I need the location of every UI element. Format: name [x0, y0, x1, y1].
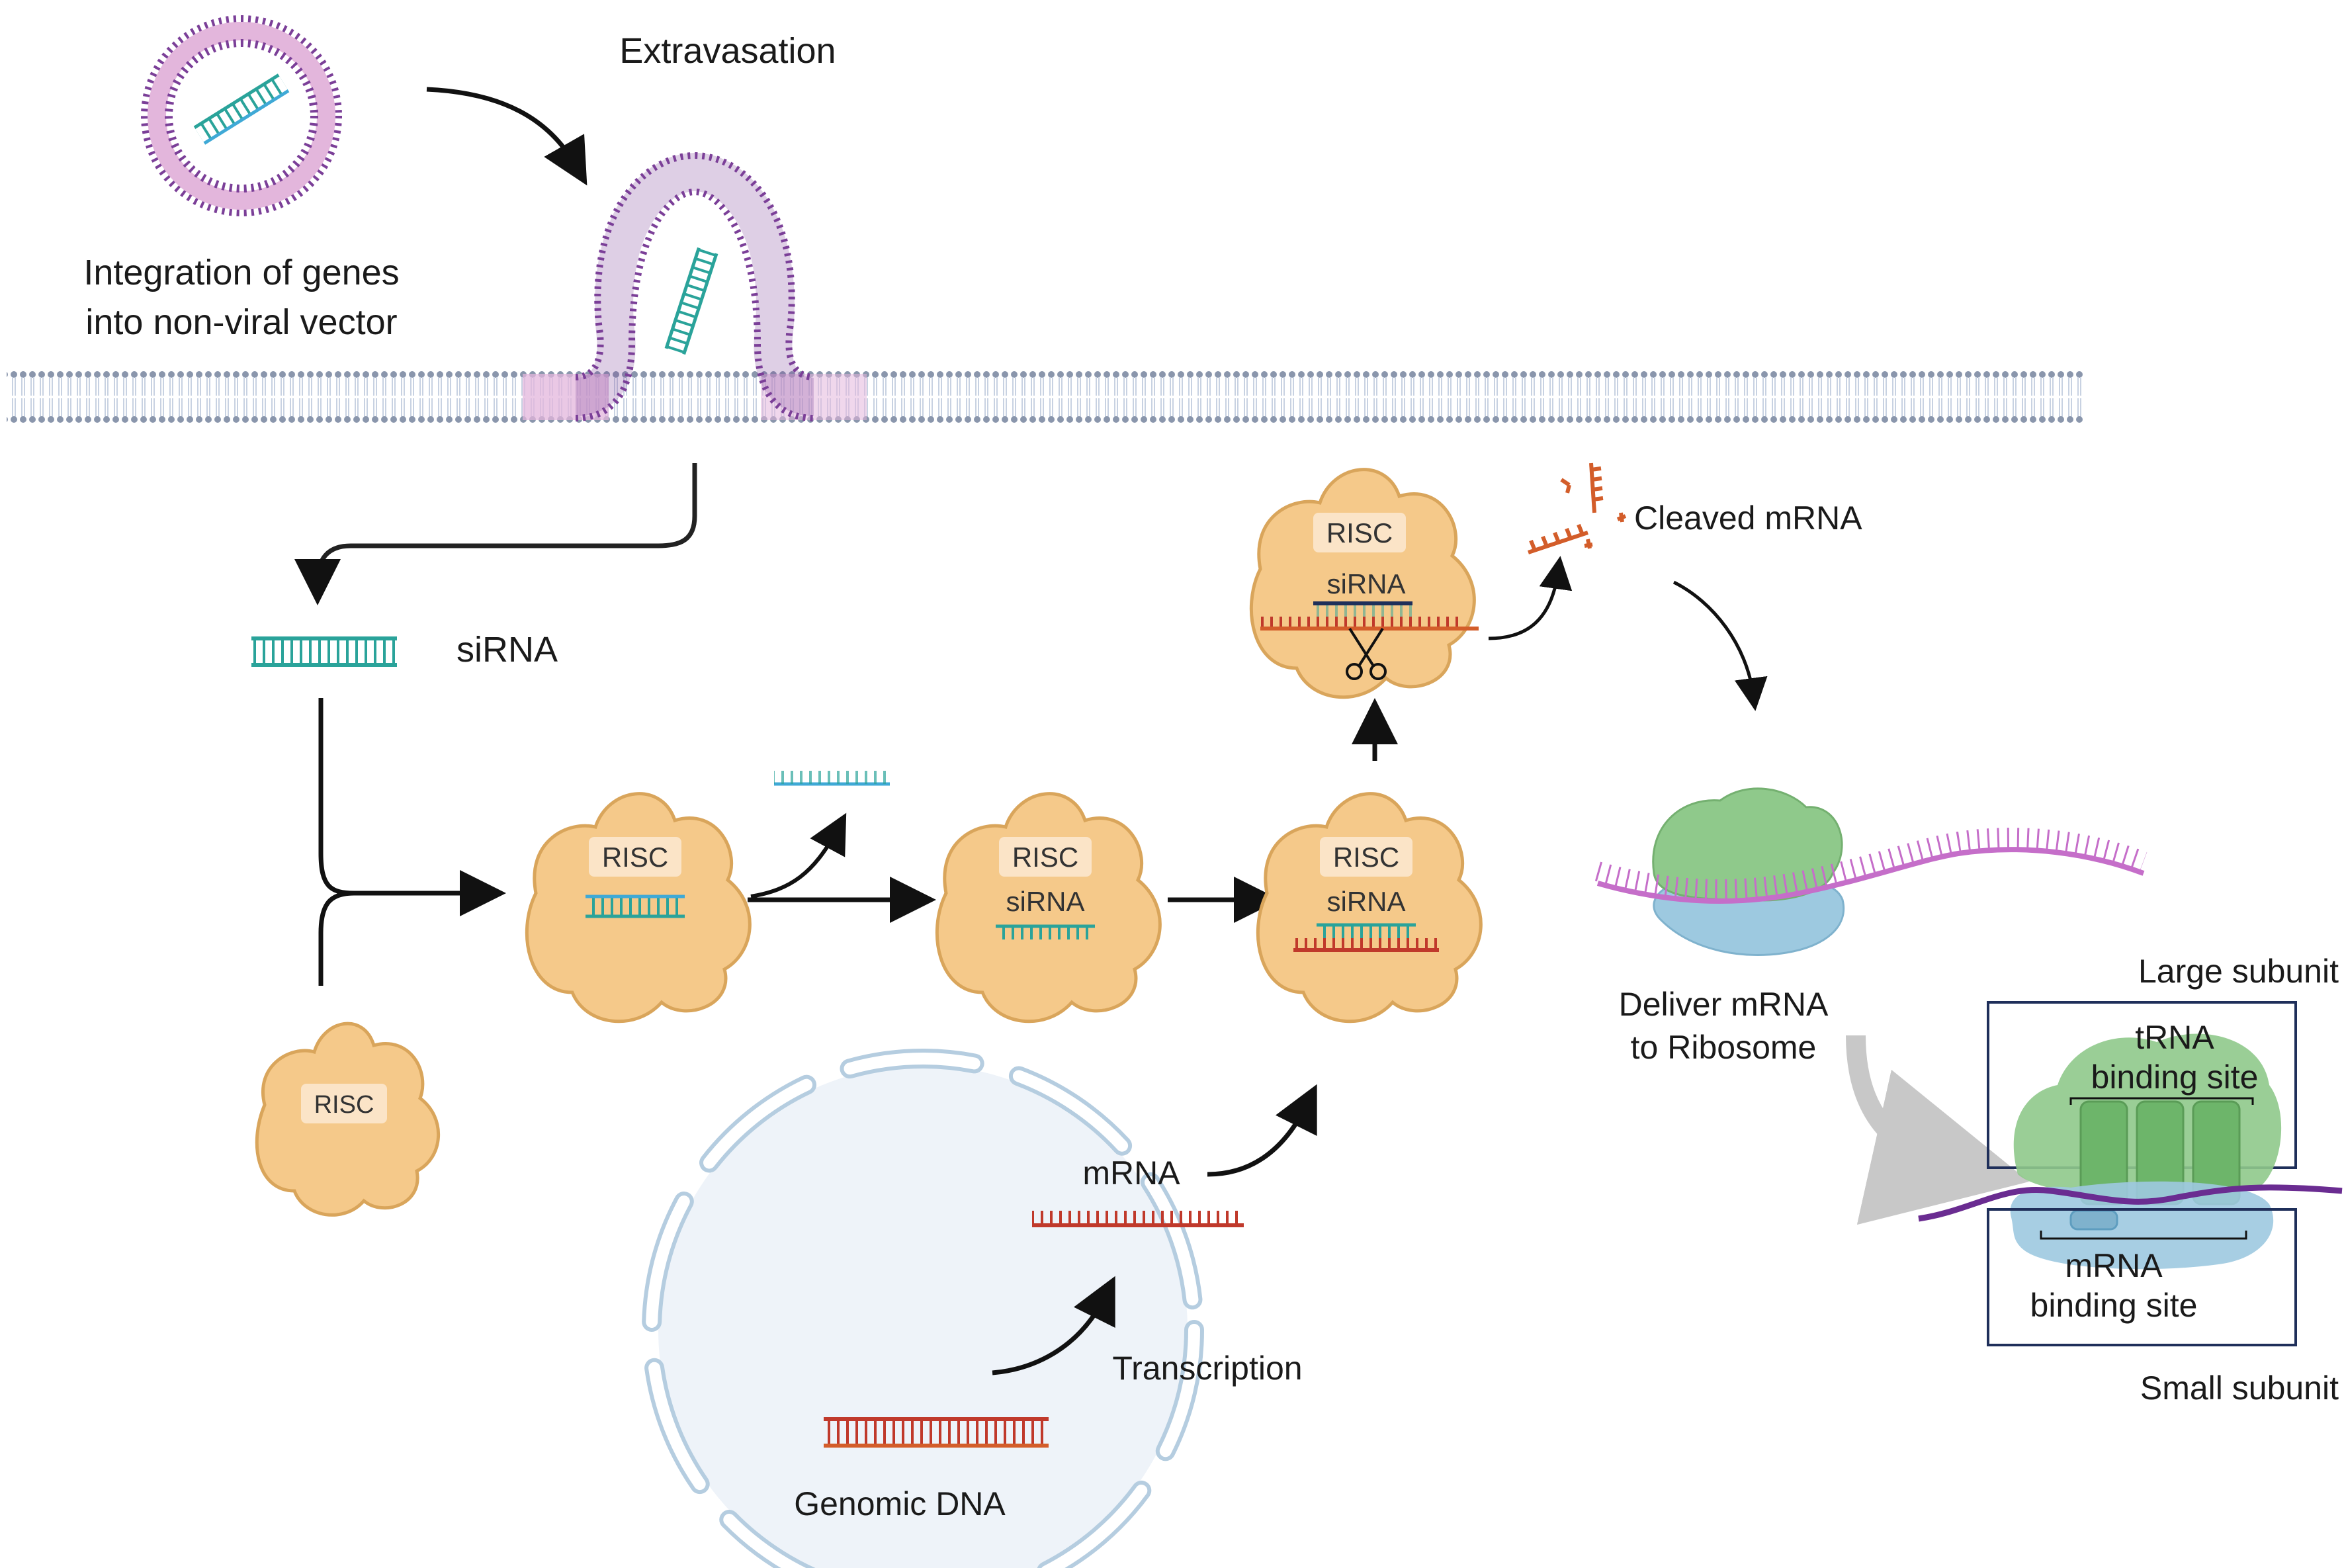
- mrna-site-label-line2: binding site: [2030, 1287, 2198, 1324]
- risc-label-1: RISC: [602, 842, 668, 873]
- risc-sirna-label-4: siRNA: [1326, 568, 1405, 599]
- nuclear-mrna: [1032, 1211, 1244, 1227]
- passenger-strand: [774, 771, 890, 786]
- cytoplasmic-mrna: [1594, 828, 2148, 904]
- free-sirna-label: siRNA: [456, 630, 558, 670]
- transcription-label: Transcription: [1112, 1350, 1302, 1387]
- arrow-to-extravasation: [426, 87, 587, 186]
- sirna-in-vesicle: [193, 73, 290, 145]
- arrow-to-ribosome: [1672, 580, 1768, 711]
- arrow-mrna-export: [1207, 1084, 1317, 1177]
- nucleus: [642, 1049, 1204, 1568]
- cleaved-mrna-fragments: [1528, 462, 1627, 554]
- risc-sirna-label-2: siRNA: [1006, 886, 1084, 917]
- merge-arrow: [318, 698, 506, 916]
- free-sirna-duplex: [251, 636, 397, 667]
- trna-site-label-line1: tRNA: [2135, 1019, 2214, 1056]
- arrow-passenger-release: [750, 812, 847, 898]
- ribosome-large: [1652, 787, 1843, 902]
- mrna-site-label-line1: mRNA: [2065, 1247, 2163, 1284]
- scissors-icon: [1346, 627, 1387, 680]
- cleaved-mrna-label: Cleaved mRNA: [1634, 500, 1862, 537]
- risc-complex-loading: RISC: [525, 792, 752, 1024]
- trna-site-label-line2: binding site: [2091, 1059, 2259, 1096]
- cell-membrane: [7, 152, 2084, 423]
- detail-mrna-strand: [1918, 1184, 2343, 1222]
- gray-arrow-to-detail: [1846, 1035, 2030, 1225]
- risc-complex-cleaving: RISC siRNA: [1249, 468, 1479, 699]
- risc-label-4: RISC: [1326, 517, 1393, 548]
- risc-complex-target-bound: RISC siRNA: [1256, 792, 1483, 1024]
- small-subunit-box: [1987, 1208, 2297, 1346]
- large-subunit-label: Large subunit: [2138, 953, 2339, 990]
- genomic-dna: [824, 1417, 1049, 1448]
- risc-label-2: RISC: [1012, 842, 1078, 873]
- integration-label-line2: into non-viral vector: [85, 302, 397, 342]
- arrow-to-free-sirna: [294, 463, 697, 605]
- deliver-label-line1: Deliver mRNA: [1619, 986, 1829, 1023]
- extravasation-label: Extravasation: [619, 31, 836, 71]
- detail-large-subunit: [2013, 1033, 2282, 1205]
- risc-label-free: RISC: [314, 1091, 374, 1119]
- arrow-to-cleaved-mrna: [1488, 556, 1573, 640]
- risc-complex-free: RISC: [255, 1022, 441, 1217]
- sirna-entering-cell: [664, 247, 718, 355]
- transcription-arrow: [992, 1276, 1115, 1375]
- risc-label-3: RISC: [1333, 842, 1399, 873]
- risc-sirna-label-3: siRNA: [1326, 886, 1405, 917]
- integration-label-line1: Integration of genes: [83, 253, 399, 292]
- small-subunit-label: Small subunit: [2140, 1370, 2339, 1407]
- merge-bracket-lower: [318, 891, 355, 986]
- deliver-label-line2: to Ribosome: [1631, 1029, 1817, 1066]
- liposome-vesicle: [141, 15, 342, 216]
- nuclear-mrna-label: mRNA: [1082, 1154, 1180, 1192]
- genomic-dna-label: Genomic DNA: [794, 1485, 1006, 1522]
- risc-complex-activated: RISC siRNA: [935, 792, 1162, 1024]
- detail-small-subunit: [2010, 1181, 2274, 1270]
